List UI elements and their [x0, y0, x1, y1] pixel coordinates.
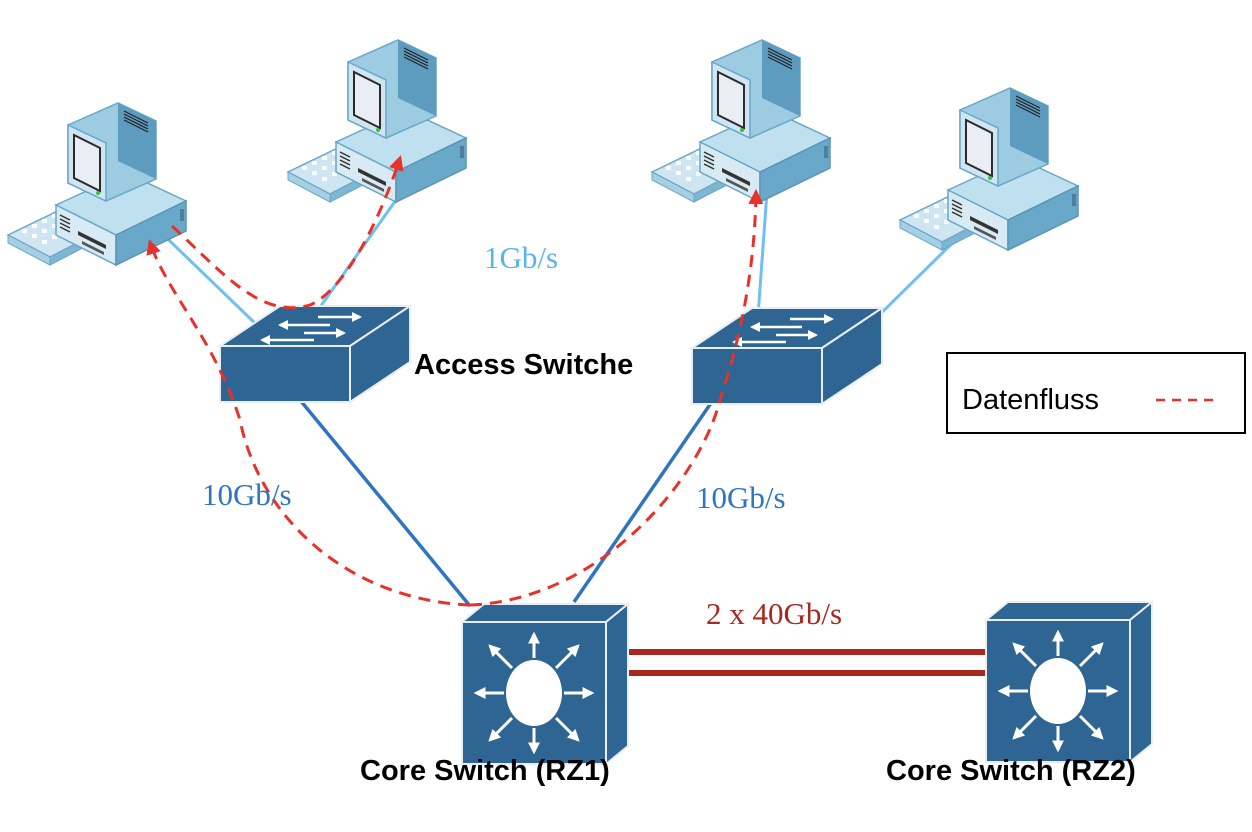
pc-links [146, 151, 990, 332]
pc-3[interactable] [651, 39, 831, 203]
link-access-left-core [298, 398, 472, 608]
core-switch-rz2[interactable] [986, 602, 1152, 762]
pc-4[interactable] [899, 87, 1079, 251]
dataflow-core-to-pc1 [146, 239, 471, 607]
dataflow-paths [146, 155, 764, 607]
dataflow-core-to-pc3 [469, 189, 764, 607]
access-switch-right[interactable] [692, 308, 882, 404]
pc-2[interactable] [287, 39, 467, 203]
dataflow-pc1-loop-pc2 [170, 155, 404, 310]
access-switch-left[interactable] [220, 306, 410, 402]
link-pc3-access-right [756, 177, 770, 317]
speed-label-1g: 1Gb/s [484, 240, 558, 275]
core-links [614, 649, 990, 676]
core-switch-rz2-label: Core Switch (RZ2) [886, 755, 1136, 787]
core-switch-rz1-label: Core Switch (RZ1) [360, 755, 610, 787]
speed-label-10g-right: 10Gb/s [696, 480, 786, 515]
pc-1[interactable] [7, 102, 187, 266]
core-switch-rz1[interactable] [462, 604, 628, 764]
legend-label: Datenfluss [962, 384, 1099, 416]
speed-label-40g: 2 x 40Gb/s [706, 596, 842, 631]
legend: Datenfluss [946, 352, 1246, 434]
access-switch-label: Access Switche [414, 349, 633, 381]
legend-box [946, 352, 1246, 434]
speed-label-10g-left: 10Gb/s [202, 477, 292, 512]
link-access-right-core [572, 389, 722, 603]
access-links [298, 389, 722, 608]
